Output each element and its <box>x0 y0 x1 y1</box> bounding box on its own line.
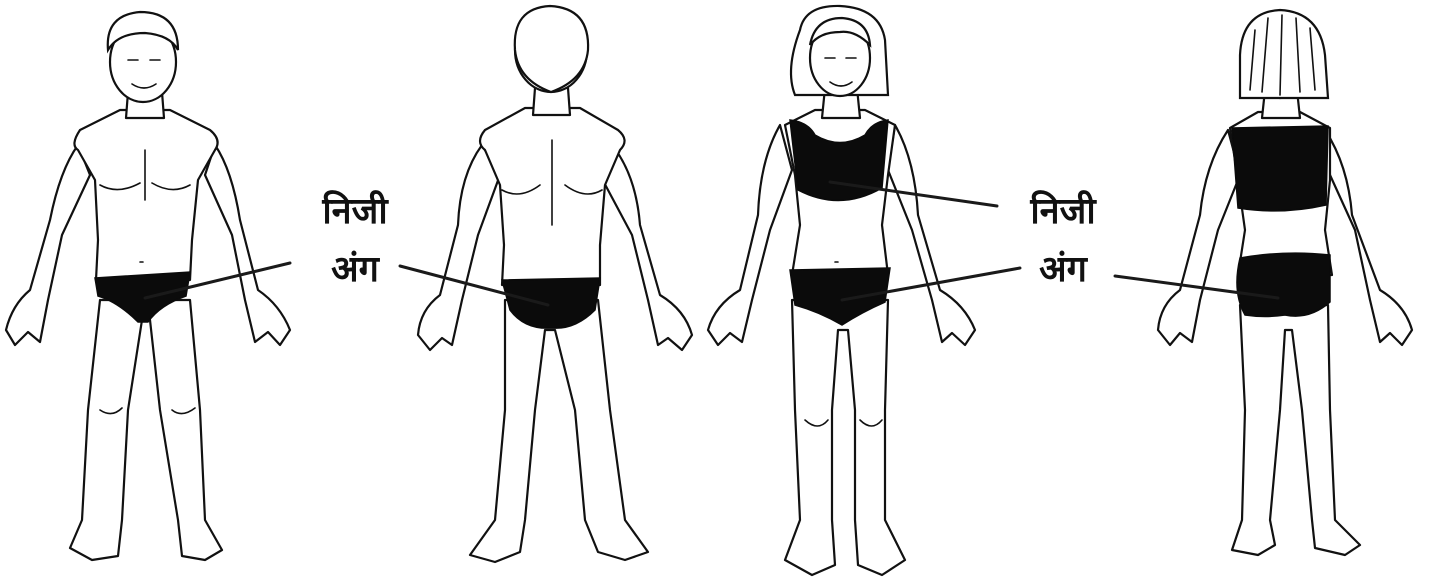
label-line1: निजी <box>1008 183 1118 241</box>
label-line1: निजी <box>300 183 410 241</box>
label-line2: अंग <box>300 241 410 299</box>
boy-back-figure <box>418 6 692 562</box>
girl-back-figure <box>1158 10 1412 555</box>
girl-back-top <box>1232 126 1328 211</box>
private-parts-label-left: निजी अंग <box>300 183 410 299</box>
boy-front-figure <box>6 12 290 560</box>
girl-back-briefs <box>1237 253 1330 316</box>
girl-front-figure <box>708 6 975 575</box>
label-line2: अंग <box>1008 241 1118 299</box>
private-parts-label-right: निजी अंग <box>1008 183 1118 299</box>
